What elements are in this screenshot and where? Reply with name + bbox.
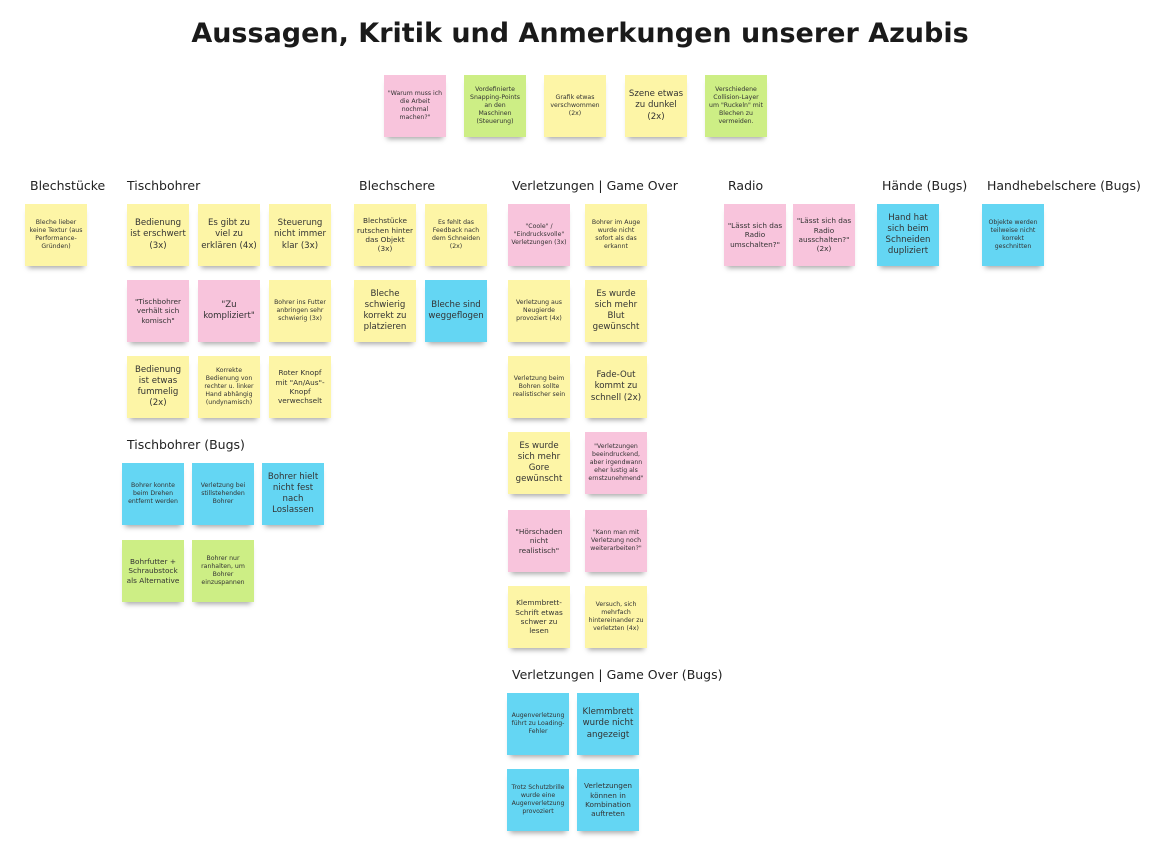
sticky-note[interactable]: Szene etwas zu dunkel (2x): [625, 75, 687, 137]
sticky-note[interactable]: Es gibt zu viel zu erklären (4x): [198, 204, 260, 266]
sticky-note[interactable]: "Kann man mit Verletzung noch weiterarbe…: [585, 510, 647, 572]
sticky-note[interactable]: Bohrer hielt nicht fest nach Loslassen: [262, 463, 324, 525]
section-label-blechstuecke: Blechstücke: [30, 178, 106, 193]
sticky-note[interactable]: Objekte werden teilweise nicht korrekt g…: [982, 204, 1044, 266]
sticky-note[interactable]: Bedienung ist erschwert (3x): [127, 204, 189, 266]
sticky-note[interactable]: Bleche schwierig korrekt zu platzieren: [354, 280, 416, 342]
board-title: Aussagen, Kritik und Anmerkungen unserer…: [191, 18, 969, 49]
sticky-note[interactable]: "Zu kompliziert": [198, 280, 260, 342]
sticky-note[interactable]: Blechstücke rutschen hinter das Objekt (…: [354, 204, 416, 266]
sticky-note[interactable]: Vordefinierte Snapping-Points an den Mas…: [464, 75, 526, 137]
sticky-note[interactable]: "Lässt sich das Radio ausschalten?" (2x): [793, 204, 855, 266]
sticky-note[interactable]: Es wurde sich mehr Gore gewünscht: [508, 432, 570, 494]
sticky-note[interactable]: Bedienung ist etwas fummelig (2x): [127, 356, 189, 418]
sticky-note[interactable]: Verschiedene Collision-Layer um "Ruckeln…: [705, 75, 767, 137]
sticky-note[interactable]: Hand hat sich beim Schneiden dupliziert: [877, 204, 939, 266]
sticky-note[interactable]: Verletzungen können in Kombination auftr…: [577, 769, 639, 831]
sticky-note[interactable]: Bleche lieber keine Textur (aus Performa…: [25, 204, 87, 266]
section-label-tischbohrer: Tischbohrer: [127, 178, 201, 193]
sticky-note[interactable]: Bleche sind weggeflogen: [425, 280, 487, 342]
sticky-note[interactable]: Roter Knopf mit "An/Aus"-Knopf verwechse…: [269, 356, 331, 418]
sticky-note[interactable]: Es fehlt das Feedback nach dem Schneiden…: [425, 204, 487, 266]
sticky-note[interactable]: Trotz Schutzbrille wurde eine Augenverle…: [507, 769, 569, 831]
section-label-verletzungen-bugs: Verletzungen | Game Over (Bugs): [512, 667, 723, 682]
sticky-note[interactable]: Versuch, sich mehrfach hintereinander zu…: [585, 586, 647, 648]
sticky-note[interactable]: "Warum muss ich die Arbeit nochmal mache…: [384, 75, 446, 137]
sticky-note[interactable]: Steuerung nicht immer klar (3x): [269, 204, 331, 266]
sticky-note[interactable]: Klemmbrett-Schrift etwas schwer zu lesen: [508, 586, 570, 648]
section-label-tischbohrer-bugs: Tischbohrer (Bugs): [127, 437, 245, 452]
section-label-blechschere: Blechschere: [359, 178, 436, 193]
sticky-note[interactable]: Es wurde sich mehr Blut gewünscht: [585, 280, 647, 342]
sticky-note[interactable]: Bohrfutter + Schraubstock als Alternativ…: [122, 540, 184, 602]
sticky-note[interactable]: "Tischbohrer verhält sich komisch": [127, 280, 189, 342]
sticky-note[interactable]: "Hörschaden nicht realistisch": [508, 510, 570, 572]
sticky-note[interactable]: Bohrer konnte beim Drehen entfernt werde…: [122, 463, 184, 525]
sticky-note[interactable]: Fade-Out kommt zu schnell (2x): [585, 356, 647, 418]
sticky-note[interactable]: "Lässt sich das Radio umschalten?": [724, 204, 786, 266]
sticky-note[interactable]: Bohrer nur ranhalten, um Bohrer einzuspa…: [192, 540, 254, 602]
sticky-note[interactable]: Grafik etwas verschwommen (2x): [544, 75, 606, 137]
sticky-note[interactable]: "Coole" / "Eindrucksvolle" Verletzungen …: [508, 204, 570, 266]
sticky-note[interactable]: Korrekte Bedienung von rechter u. linker…: [198, 356, 260, 418]
sticky-note[interactable]: Bohrer ins Futter anbringen sehr schwier…: [269, 280, 331, 342]
sticky-note[interactable]: Verletzung aus Neugierde provoziert (4x): [508, 280, 570, 342]
section-label-verletzungen: Verletzungen | Game Over: [512, 178, 678, 193]
sticky-note[interactable]: Klemmbrett wurde nicht angezeigt: [577, 693, 639, 755]
sticky-note[interactable]: Augenverletzung führt zu Loading-Fehler: [507, 693, 569, 755]
section-label-handhebelschere: Handhebelschere (Bugs): [987, 178, 1141, 193]
sticky-note[interactable]: Verletzung beim Bohren sollte realistisc…: [508, 356, 570, 418]
section-label-radio: Radio: [728, 178, 764, 193]
section-label-haende: Hände (Bugs): [882, 178, 968, 193]
sticky-note[interactable]: "Verletzungen beeindruckend, aber irgend…: [585, 432, 647, 494]
sticky-note[interactable]: Bohrer im Auge wurde nicht sofort als da…: [585, 204, 647, 266]
sticky-note[interactable]: Verletzung bei stillstehenden Bohrer: [192, 463, 254, 525]
